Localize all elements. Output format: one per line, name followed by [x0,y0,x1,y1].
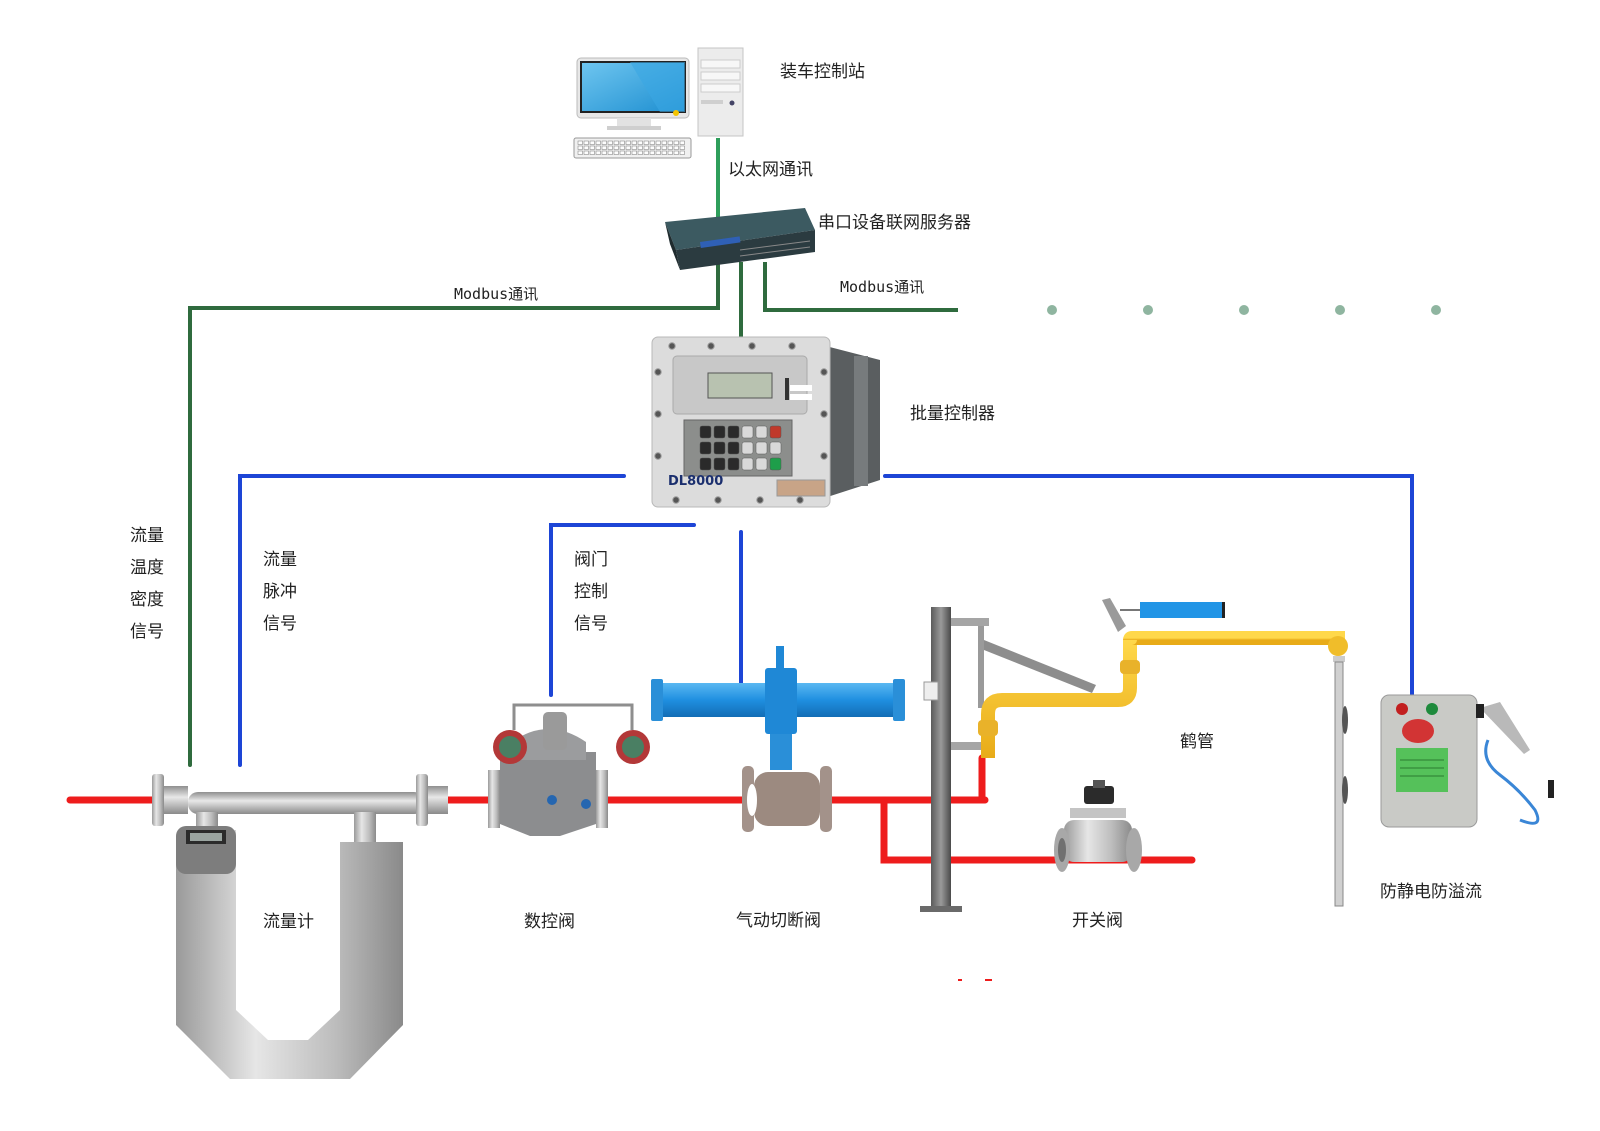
serial-server-label: 串口设备联网服务器 [818,213,971,233]
signal-label-line: 温度 [130,558,164,578]
controller-bolts [654,342,828,504]
modbus-link-right [763,262,958,312]
pneumatic-valve-label: 气动切断阀 [736,911,821,931]
keyboard-keys [577,140,685,155]
network-server-icon[interactable] [665,208,815,270]
control-valve-icon[interactable] [488,703,650,836]
antistatic-label: 防静电防溢流 [1380,882,1482,902]
pipe-branch-switch [880,796,1196,864]
coriolis-flowmeter-icon[interactable] [152,774,448,1079]
solenoid-valve-icon[interactable] [1054,780,1142,872]
antistatic-overflow-icon[interactable] [1380,694,1554,828]
batch-controller-label: 批量控制器 [910,404,995,424]
signal-label-line: 密度 [130,590,164,610]
pipe-branch-arm [876,754,986,804]
signal-label-line: 流量 [263,550,297,570]
station-label: 装车控制站 [780,62,865,82]
valve-control-signal-line [549,523,696,697]
signal-label-line: 流量 [130,526,164,546]
loading-arm-icon[interactable] [920,598,1348,912]
pneumatic-ball-valve-icon[interactable] [651,646,905,832]
signal-label-line: 信号 [130,622,164,642]
flow-temp-density-signal-label: 流量 温度 密度 信号 [130,520,170,648]
signal-label-line: 控制 [574,582,608,602]
loading-arm-label: 鹤管 [1180,732,1214,752]
desktop-computer-icon[interactable] [573,47,744,159]
valve-control-signal-label: 阀门 控制 信号 [574,544,614,640]
flowmeter-label: 流量计 [263,912,314,932]
signal-label-line: 阀门 [574,550,608,570]
signal-label-line: 信号 [574,614,608,634]
ethernet-label: 以太网通讯 [728,160,813,180]
batch-controller-icon[interactable]: DL8000 [651,336,880,508]
ellipsis-dot [1143,305,1153,315]
modbus-link-left [188,260,720,767]
modbus-left-label: Modbus通讯 [454,285,539,303]
control-valve-label: 数控阀 [524,912,575,932]
ellipsis-dot [1431,305,1441,315]
signal-label-line: 信号 [263,614,297,634]
ellipsis-dot [1047,305,1057,315]
controller-model-label: DL8000 [668,474,723,489]
flow-pulse-signal-line [238,474,626,767]
flow-pulse-signal-label: 流量 脉冲 信号 [263,544,303,640]
signal-label-line: 脉冲 [263,582,297,602]
more-stations-ellipsis [1047,305,1441,315]
modbus-right-label: Modbus通讯 [840,278,925,296]
controller-keypad [699,425,782,471]
switch-valve-label: 开关阀 [1072,911,1123,931]
antistatic-signal-line [883,474,1414,697]
ellipsis-dot [1239,305,1249,315]
ellipsis-dot [1335,305,1345,315]
